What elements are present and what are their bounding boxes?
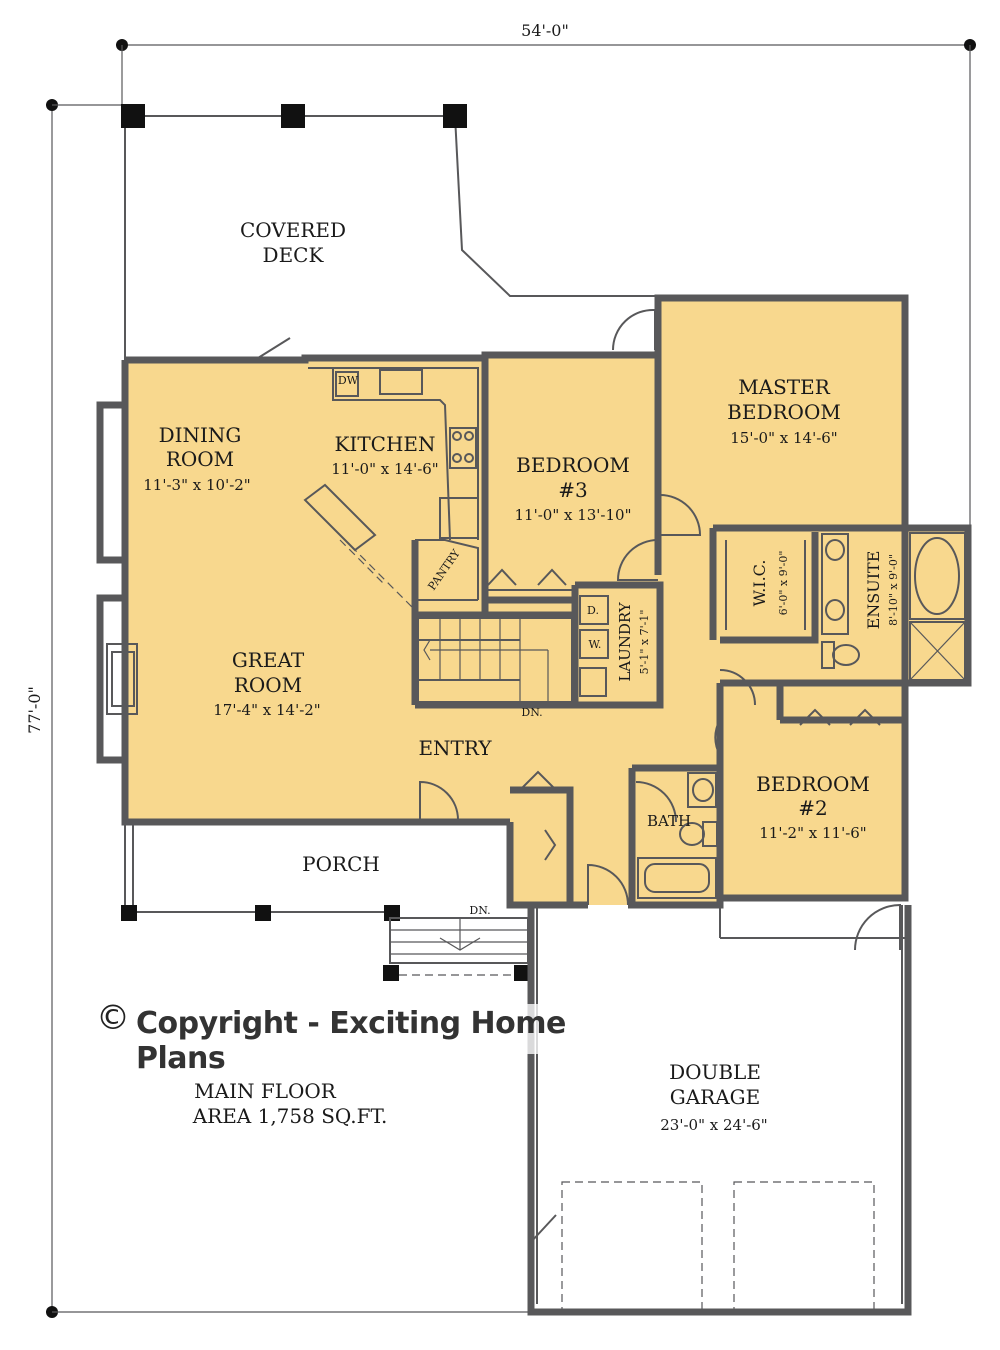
dimension-lines (46, 39, 976, 1318)
bedroom2-size: 11'-2" x 11'-6" (759, 824, 866, 842)
stairs-down-label: DN. (521, 706, 542, 719)
ensuite-size: 8'-10" x 9'-0" (887, 554, 900, 626)
stairs (417, 617, 573, 705)
room-labels: COVERED DECK DINING ROOM 11'-3" x 10'-2"… (143, 218, 900, 1134)
entry-closet (519, 770, 557, 861)
laundry-appliances (579, 595, 609, 697)
dining-room-size: 11'-3" x 10'-2" (143, 476, 250, 494)
doors (257, 308, 901, 1243)
bedroom3-closet (487, 568, 575, 591)
garage-label-line1: DOUBLE (669, 1060, 761, 1084)
great-room-label-line1: GREAT (232, 648, 305, 672)
garage-label-line2: GARAGE (670, 1085, 761, 1109)
bedroom2-closet (799, 708, 881, 726)
dining-room-label-line1: DINING (159, 423, 242, 447)
wic-label: W.I.C. (750, 560, 769, 607)
wic-size: 6'-0" x 9'-0" (777, 551, 790, 616)
covered-deck (121, 104, 660, 360)
copyright-icon: © (96, 998, 130, 1038)
garage (527, 905, 912, 1316)
copyright-watermark: © Copyright - Exciting Home Plans (96, 998, 656, 1076)
garage-size: 23'-0" x 24'-6" (660, 1116, 767, 1134)
depth-dimension: 77'-0" (25, 686, 44, 734)
kitchen-label: KITCHEN (334, 432, 435, 456)
kitchen-counters: DW (303, 367, 479, 609)
master-bedroom-label-line2: BEDROOM (727, 400, 841, 424)
covered-deck-label-line2: DECK (263, 243, 325, 267)
ensuite-fixtures (725, 529, 966, 681)
fireplace (106, 643, 138, 715)
dining-room-label-line2: ROOM (166, 447, 234, 471)
width-dimension: 54'-0" (521, 21, 569, 40)
laundry-size: 5'-1" x 7'-1" (638, 610, 651, 675)
area-label-line2: AREA 1,758 SQ.FT. (192, 1104, 388, 1128)
dryer-label: D. (587, 604, 599, 617)
washer-label: W. (589, 638, 602, 651)
laundry-label: LAUNDRY (616, 601, 634, 681)
interior-walls (411, 355, 909, 905)
dishwasher-label: DW (338, 374, 359, 387)
area-label-line1: MAIN FLOOR (194, 1079, 337, 1103)
porch-label: PORCH (302, 852, 380, 876)
bedroom2-label-line2: #2 (798, 796, 827, 820)
bedroom2-label-line1: BEDROOM (756, 772, 870, 796)
bath-label: BATH (647, 812, 691, 830)
bath-fixtures (637, 772, 718, 899)
pantry-closet (415, 539, 479, 601)
master-bedroom-size: 15'-0" x 14'-6" (730, 429, 837, 447)
entry-label: ENTRY (418, 736, 492, 760)
bedroom3-label-line1: BEDROOM (516, 453, 630, 477)
master-bedroom-label-line1: MASTER (738, 375, 831, 399)
bedroom3-label-line2: #3 (558, 478, 587, 502)
porch-stairs-down-label: DN. (469, 904, 490, 917)
porch (121, 822, 530, 981)
ensuite-label: ENSUITE (864, 551, 883, 630)
great-room-size: 17'-4" x 14'-2" (213, 701, 320, 719)
great-room-label-line2: ROOM (234, 673, 302, 697)
copyright-text: Copyright - Exciting Home Plans (136, 1006, 566, 1076)
bedroom3-size: 11'-0" x 13'-10" (515, 506, 632, 524)
covered-deck-label-line1: COVERED (240, 218, 346, 242)
kitchen-size: 11'-0" x 14'-6" (331, 460, 438, 478)
